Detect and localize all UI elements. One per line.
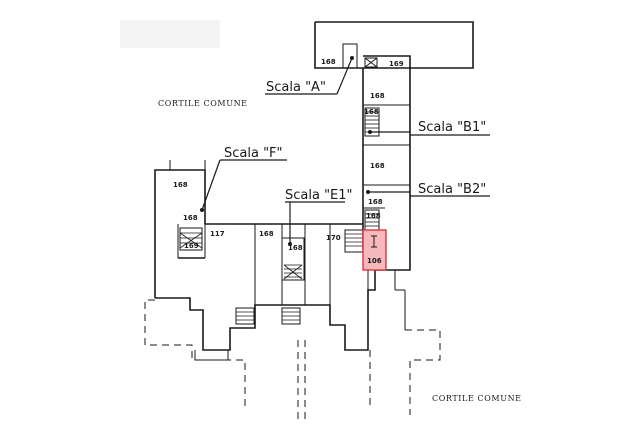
leader-lines bbox=[200, 56, 490, 246]
unit-number-highlighted-106: 106 bbox=[367, 257, 382, 265]
dashed-outlines bbox=[144, 299, 441, 420]
stair-label-a: Scala "A" bbox=[266, 80, 326, 95]
courtyard-label-top-left: CORTILE COMUNE bbox=[158, 99, 248, 108]
courtyard-label-bottom-right: CORTILE COMUNE bbox=[432, 394, 522, 403]
west-wing bbox=[154, 160, 206, 298]
stair-lower-left bbox=[235, 307, 255, 325]
unit-number-east-wing-3: 168 bbox=[368, 198, 383, 206]
east-wing bbox=[345, 67, 411, 271]
unit-number-corridor-117: 117 bbox=[210, 230, 225, 238]
unit-number-corridor-170: 170 bbox=[326, 234, 341, 242]
stair-f-symbol bbox=[179, 227, 203, 251]
unit-number-stair-b1: 168 bbox=[364, 108, 379, 116]
central-corridor bbox=[205, 223, 364, 305]
lower-structure bbox=[155, 230, 406, 361]
stair-label-f: Scala "F" bbox=[224, 146, 283, 161]
stair-e1-symbol bbox=[281, 237, 305, 281]
unit-number-west-wing-top: 168 bbox=[173, 181, 188, 189]
unit-number-west-wing-bottom: 169 bbox=[184, 242, 199, 250]
stair-label-e1: Scala "E1" bbox=[285, 188, 353, 203]
unit-number-east-wing-1: 168 bbox=[370, 92, 385, 100]
stair-170-symbol bbox=[344, 229, 364, 253]
unit-number-top-annex-left: 168 bbox=[321, 58, 336, 66]
scan-smudge bbox=[120, 20, 220, 48]
stair-b1-symbol bbox=[364, 107, 380, 137]
unit-number-corridor-168: 168 bbox=[259, 230, 274, 238]
highlighted-unit-106[interactable] bbox=[362, 229, 387, 271]
top-annex bbox=[314, 21, 474, 69]
unit-number-top-annex-right: 169 bbox=[389, 60, 404, 68]
stair-lower-right bbox=[281, 307, 301, 325]
stair-label-b1: Scala "B1" bbox=[418, 120, 486, 135]
stair-label-b2: Scala "B2" bbox=[418, 182, 486, 197]
unit-number-stair-e1: 168 bbox=[288, 244, 303, 252]
unit-number-stair-b2: 168 bbox=[366, 212, 381, 220]
unit-number-west-wing-stair: 168 bbox=[183, 214, 198, 222]
unit-number-east-wing-2: 168 bbox=[370, 162, 385, 170]
